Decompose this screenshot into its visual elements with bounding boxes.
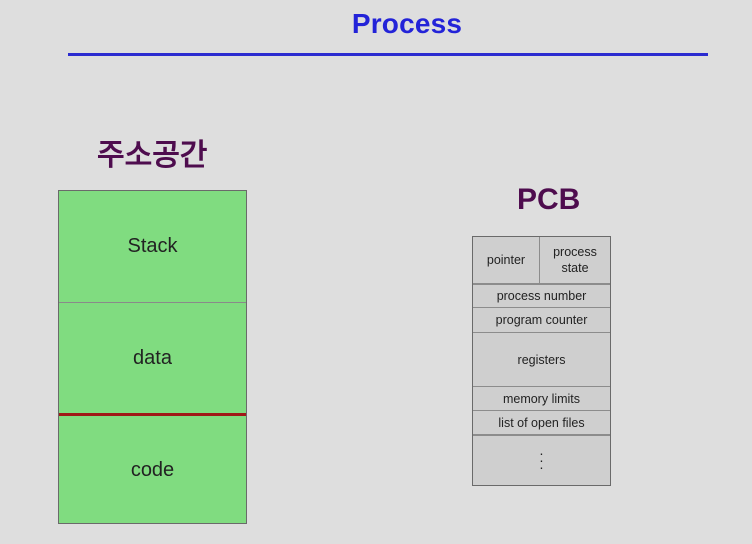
address-space-box: Stack data code <box>58 190 247 524</box>
pcb-dot-2: · <box>539 452 544 468</box>
segment-code: code <box>130 458 175 481</box>
address-space-label: 주소공간 <box>97 138 208 173</box>
pcb-pointer-cell: pointer <box>473 237 540 283</box>
pcb-dot-3: · <box>539 459 544 475</box>
title-underline <box>68 53 708 56</box>
pcb-table: pointer process state process number pro… <box>472 236 611 486</box>
pcb-process-state-cell: process state <box>540 237 610 283</box>
pcb-row-open-files: list of open files <box>473 411 610 436</box>
segment-data: data <box>133 346 172 369</box>
pcb-row-memory-limits: memory limits <box>473 387 610 411</box>
slide-title: Process <box>351 8 463 39</box>
pcb-row-ellipsis: · · · <box>473 436 610 485</box>
pcb-row-registers: registers <box>473 333 610 387</box>
pcb-row-header: pointer process state <box>473 237 610 285</box>
pcb-row-process-number: process number <box>473 285 610 308</box>
pcb-dot-1: · <box>539 445 544 461</box>
pcb-label: PCB <box>517 183 581 216</box>
pcb-process-state-text: process state <box>553 245 597 275</box>
segment-stack: Stack <box>59 191 246 303</box>
pcb-row-program-counter: program counter <box>473 308 610 333</box>
segment-divider <box>59 413 246 416</box>
